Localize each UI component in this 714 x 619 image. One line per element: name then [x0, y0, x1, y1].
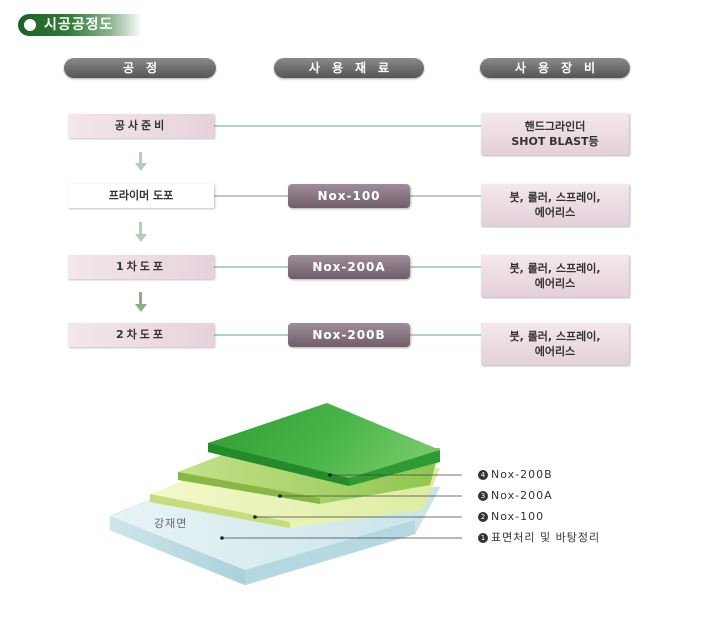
material-step-2: Nox-100 [288, 184, 410, 208]
material-step-4: Nox-200B [288, 323, 410, 347]
connector-line-3b [410, 266, 481, 268]
equipment-step-4-line-1: 붓, 롤러, 스프레이, [509, 330, 601, 343]
connector-line-3a [214, 266, 288, 268]
leader-dot-4 [328, 473, 332, 477]
connector-line-4b [410, 334, 481, 336]
flow-arrow-icon [135, 152, 147, 172]
header-equipment: 사용장비 [480, 58, 630, 78]
connector-line-2a [214, 195, 288, 197]
layer-label-4-text: Nox-200B [491, 468, 553, 481]
equipment-step-2: 붓, 롤러, 스프레이, 에어리스 [481, 184, 629, 226]
process-step-1: 공사준비 [68, 114, 214, 138]
layer-label-3-text: Nox-200A [491, 489, 553, 502]
equipment-step-3: 붓, 롤러, 스프레이, 에어리스 [481, 255, 629, 297]
layer-label-1-text: 표면처리 및 바탕정리 [491, 531, 601, 544]
equipment-step-1-line-2: SHOT BLAST등 [511, 135, 599, 148]
layer-primer-side [150, 494, 290, 528]
leader-dot-2 [253, 515, 257, 519]
layer-substrate-side [110, 516, 245, 585]
equipment-step-1-line-1: 핸드그라인더 [524, 120, 586, 133]
layer-top-coat-side [208, 443, 349, 486]
coating-layers-diagram [109, 403, 462, 586]
equipment-step-3-line-2: 에어리스 [534, 277, 576, 290]
connector-line-4a [214, 334, 288, 336]
layer-label-2-text: Nox-100 [491, 510, 545, 523]
equipment-step-3-line-1: 붓, 롤러, 스프레이, [509, 262, 601, 275]
process-step-4: 2차도포 [68, 323, 214, 347]
substrate-label: 강재면 [154, 517, 188, 530]
number-badge-icon: 1 [478, 533, 488, 543]
header-process: 공정 [64, 58, 216, 78]
number-badge-icon: 2 [478, 512, 488, 522]
connector-line-2b [410, 195, 481, 197]
equipment-step-4-line-2: 에어리스 [534, 345, 576, 358]
number-badge-icon: 4 [478, 470, 488, 480]
connector-line-1 [214, 125, 481, 127]
page-title-text: 시공공정도 [44, 17, 114, 33]
number-badge-icon: 3 [478, 491, 488, 501]
title-bullet-icon [24, 19, 36, 31]
leader-dot-3 [278, 494, 282, 498]
flow-arrow-icon [135, 222, 147, 244]
process-step-3: 1차도포 [68, 255, 214, 279]
equipment-step-2-line-2: 에어리스 [534, 206, 576, 219]
equipment-step-1: 핸드그라인더 SHOT BLAST등 [481, 113, 629, 155]
flow-arrow-icon [135, 292, 147, 314]
header-material: 사용재료 [274, 58, 424, 78]
layer-top-coat-side-front [349, 450, 440, 486]
leader-dot-1 [220, 536, 224, 540]
layer-substrate-side-front [245, 520, 415, 585]
equipment-step-2-line-1: 붓, 롤러, 스프레이, [509, 191, 601, 204]
process-step-2: 프라이머 도포 [68, 184, 214, 208]
material-step-3: Nox-200A [288, 255, 410, 279]
equipment-step-4: 붓, 롤러, 스프레이, 에어리스 [481, 323, 629, 365]
page-title: 시공공정도 [18, 14, 142, 36]
